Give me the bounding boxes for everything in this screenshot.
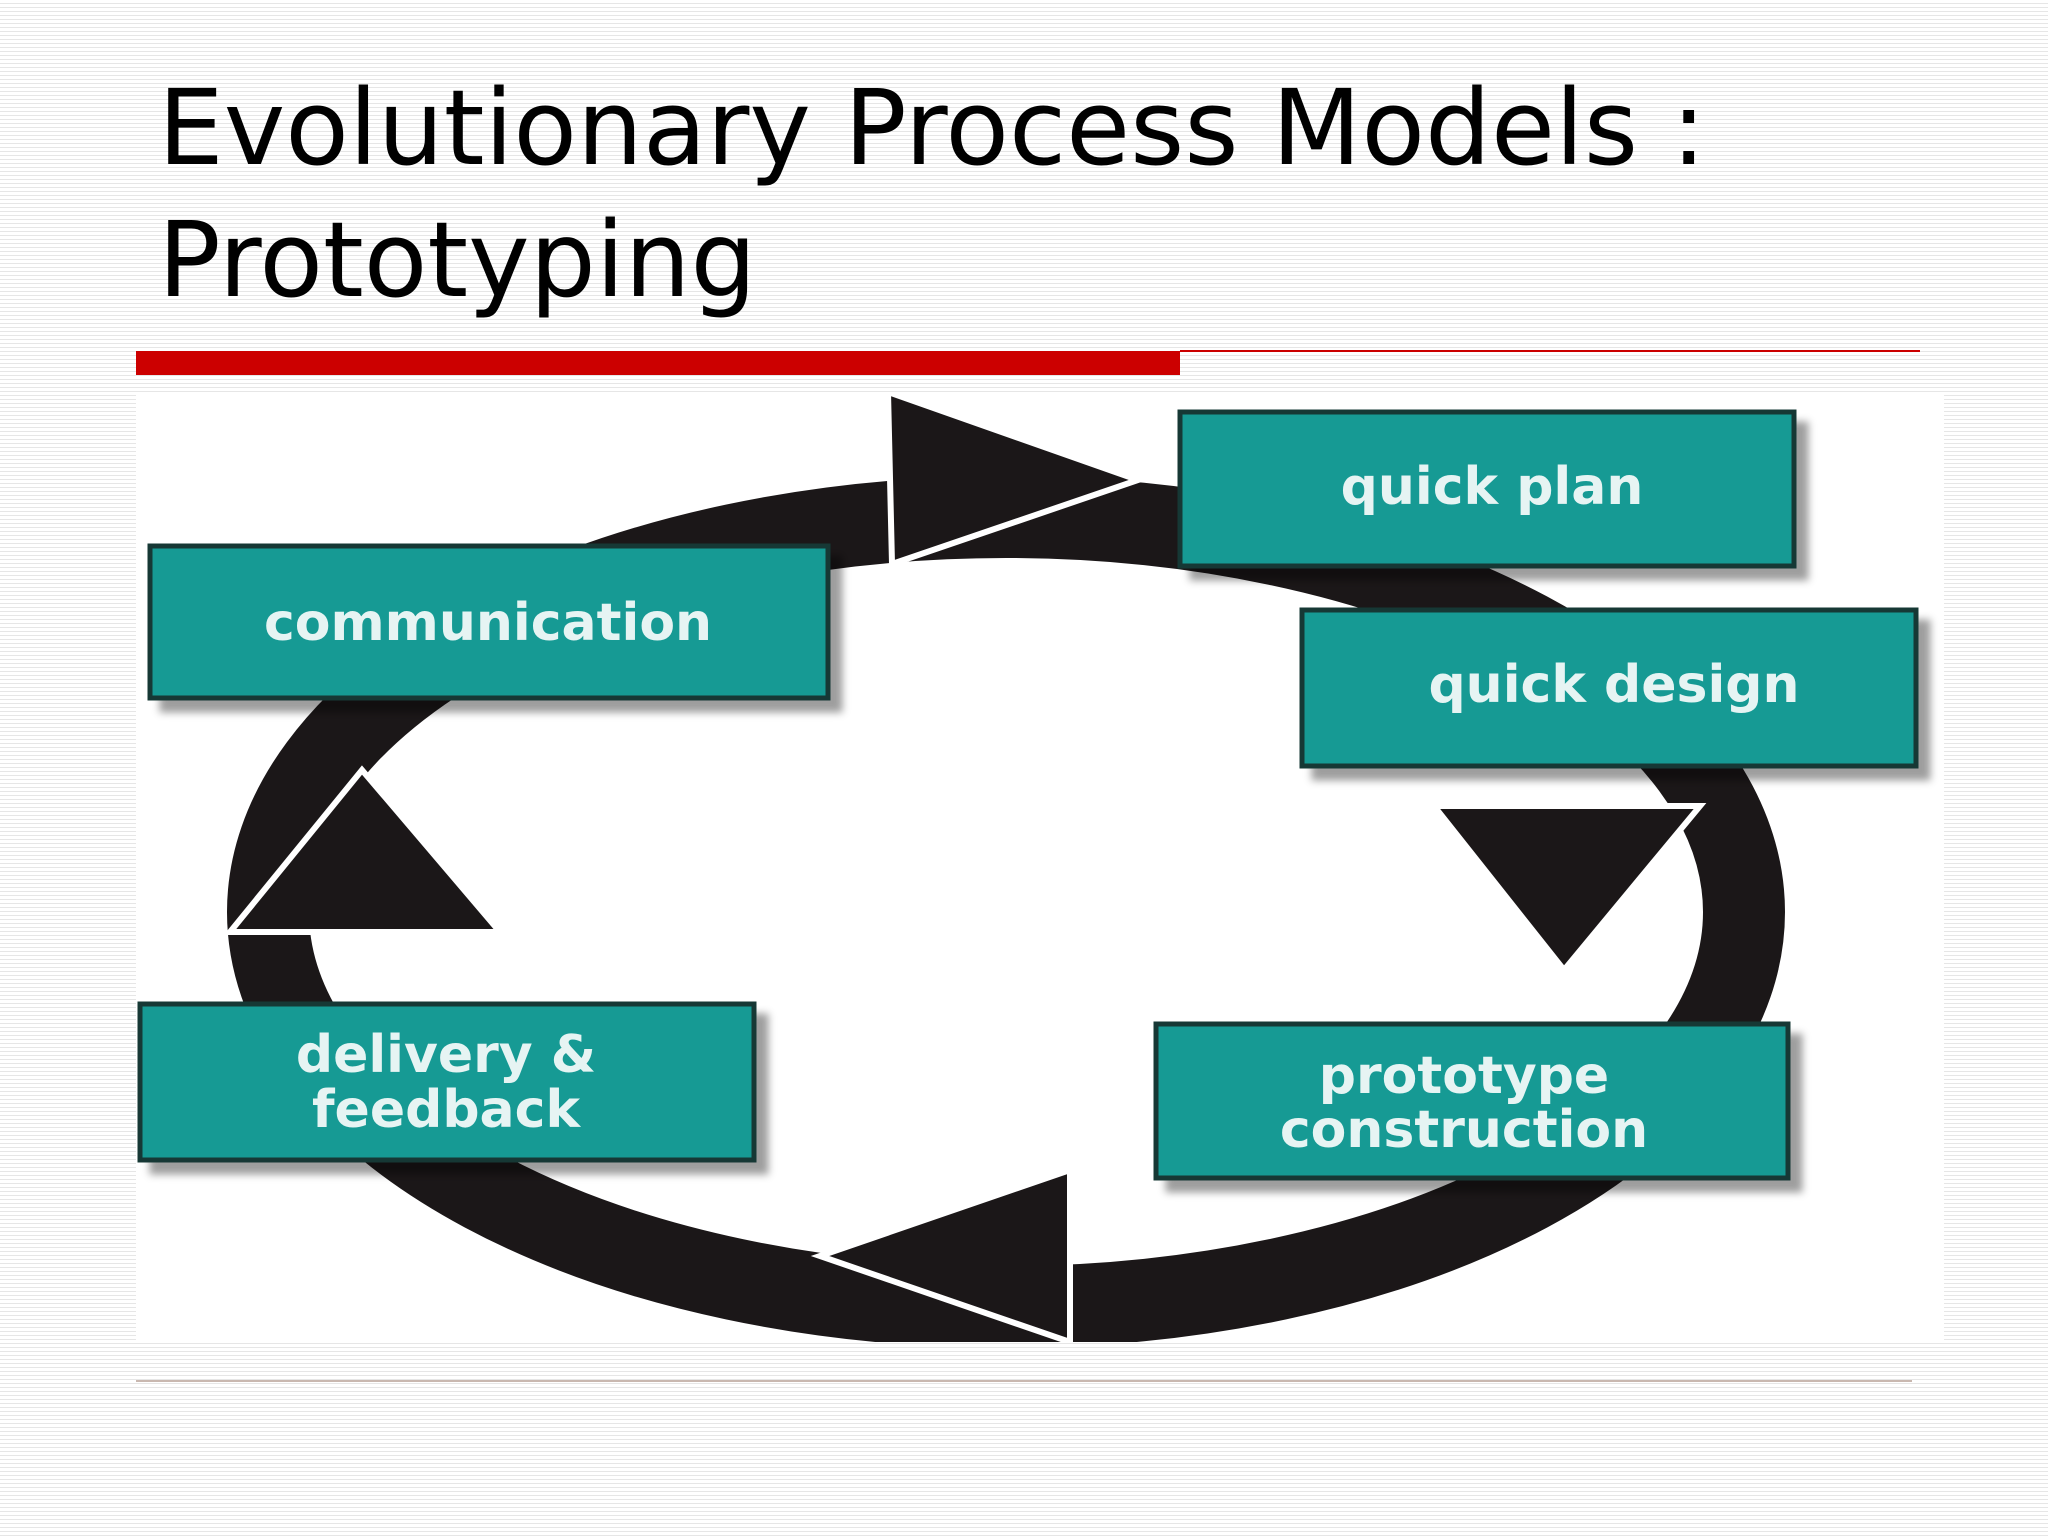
- arrowhead-to-delivery-feedback: [810, 1165, 1073, 1342]
- stage-quick-plan-label: quick plan: [1341, 457, 1644, 517]
- stage-quick-design-label: quick design: [1428, 655, 1799, 715]
- stage-prototype-construction: [1153, 1021, 1791, 1181]
- stage-communication: [147, 543, 831, 701]
- stage-quick-design: [1299, 607, 1919, 769]
- stage-quick-plan: [1177, 409, 1797, 569]
- title-line-1: Evolutionary Process Models :: [158, 67, 1707, 189]
- cycle-svg: communication quick plan quick design pr…: [137, 392, 1919, 1342]
- arrowhead-to-prototype-construction: [1427, 803, 1707, 975]
- arrowhead-to-quick-plan: [884, 392, 1148, 569]
- stage-prototype-construction-label: prototype: [1319, 1046, 1609, 1106]
- footer-rule: [136, 1380, 1912, 1382]
- stage-communication-label: communication: [264, 593, 712, 653]
- title-underline-thin: [1180, 350, 1920, 352]
- stage-prototype-construction-label-line2: construction: [1280, 1100, 1648, 1160]
- stage-delivery-feedback-label: delivery &: [296, 1025, 596, 1085]
- title-underline-accent: [136, 351, 1180, 375]
- stage-delivery-feedback-label-line2: feedback: [312, 1080, 582, 1140]
- prototyping-cycle-diagram: communication quick plan quick design pr…: [136, 392, 1944, 1342]
- title-line-2: Prototyping: [158, 199, 757, 321]
- arrowhead-to-communication: [223, 765, 507, 935]
- stage-delivery-feedback: [137, 1001, 757, 1163]
- slide-title: Evolutionary Process Models : Prototypin…: [158, 62, 1878, 326]
